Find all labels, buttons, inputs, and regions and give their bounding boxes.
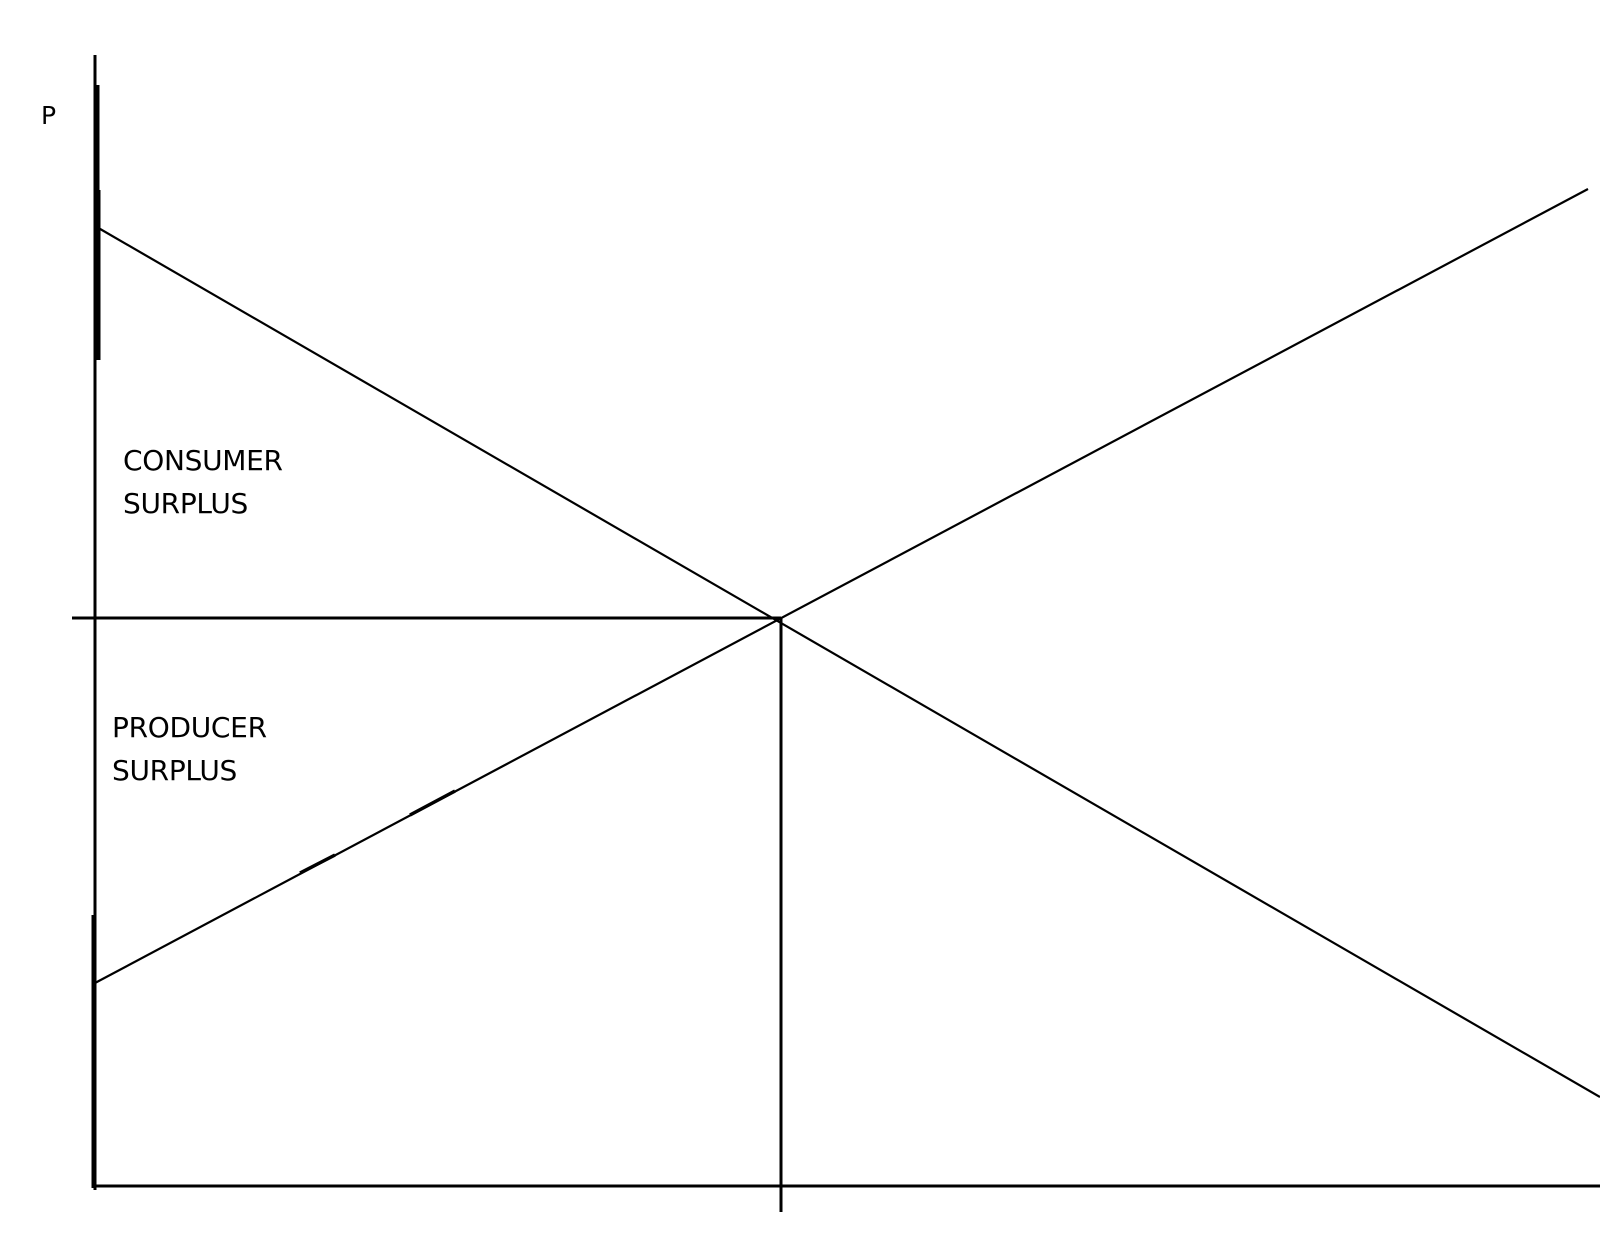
supply-curve-stroke-mark: [409, 789, 456, 817]
producer-surplus-label-line-2: SURPLUS: [112, 754, 237, 787]
supply-curve: [94, 188, 1589, 984]
consumer-surplus-label-line-2: SURPLUS: [123, 487, 248, 520]
demand-curve: [94, 225, 1600, 1098]
producer-surplus-label-line-1: PRODUCER: [112, 711, 267, 744]
price-axis-label: P: [41, 101, 56, 130]
consumer-surplus-label-line-1: CONSUMER: [123, 444, 283, 477]
supply-curve-stroke-mark: [299, 853, 336, 875]
